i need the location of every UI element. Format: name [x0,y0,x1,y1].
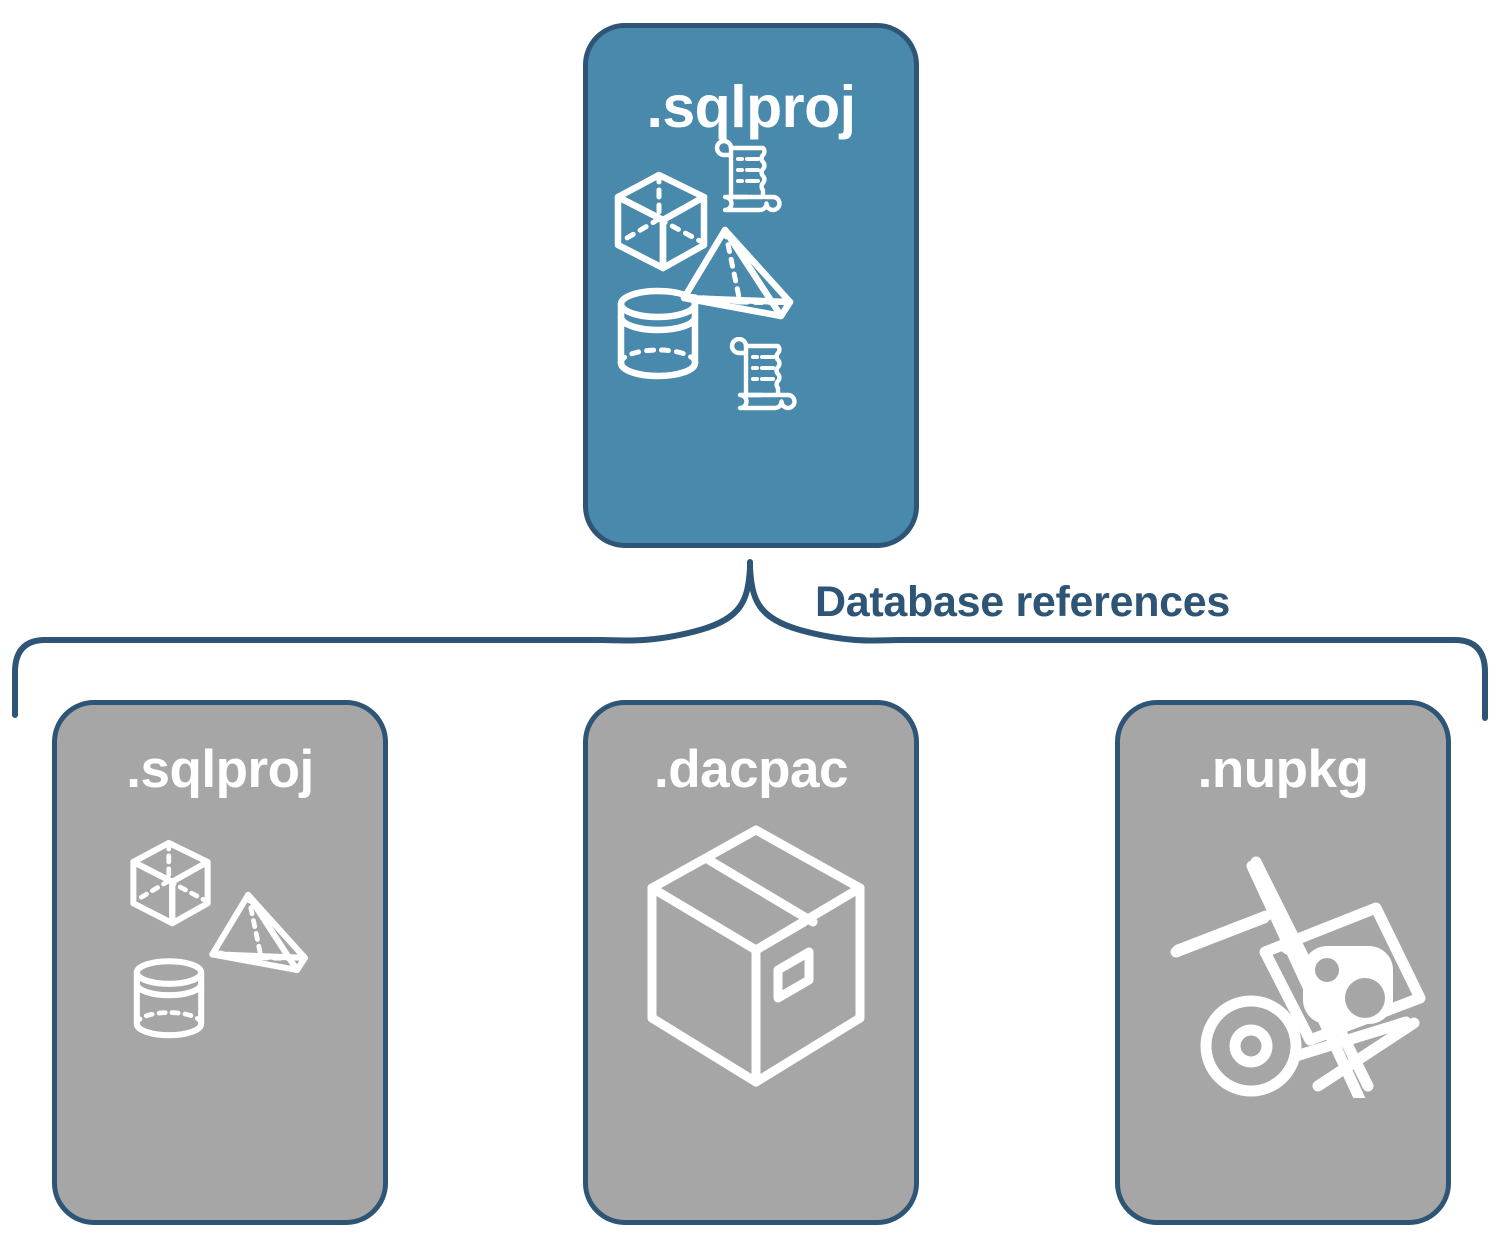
cylinder-icon [133,958,205,1039]
node-card-ref-nupkg[interactable]: .nupkg [1115,700,1451,1225]
node-card-root-sqlproj[interactable]: .sqlproj [583,23,919,548]
scroll-icon [729,337,797,411]
hand-truck-nuget-icon [1170,856,1426,1098]
node-title-ref-nupkg: .nupkg [1197,740,1369,799]
node-card-ref-dacpac[interactable]: .dacpac [583,700,919,1225]
pyramid-icon [209,891,308,974]
node-card-ref-sqlproj[interactable]: .sqlproj [52,700,388,1225]
cube-icon [614,171,708,272]
pyramid-icon [680,226,794,320]
node-title-ref-sqlproj: .sqlproj [126,740,314,799]
ref-sqlproj-icon-group [57,796,383,1220]
scroll-icon [714,139,782,213]
cylinder-icon [617,287,699,380]
root-sqlproj-icon-group [588,137,914,543]
package-box-icon [647,825,865,1087]
ref-nupkg-icon-group [1120,796,1446,1220]
cube-icon [130,839,211,927]
ref-dacpac-icon-group [588,796,914,1220]
connector-label-database-references: Database references [815,578,1230,626]
node-title-root-sqlproj: .sqlproj [646,74,856,140]
node-title-ref-dacpac: .dacpac [654,740,848,799]
